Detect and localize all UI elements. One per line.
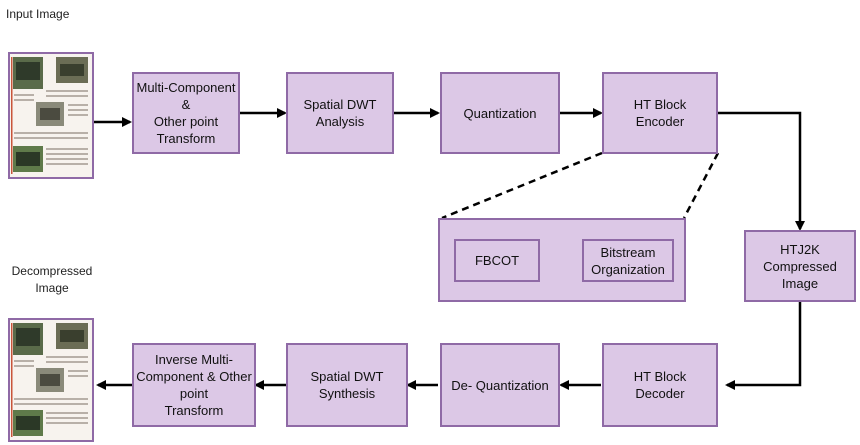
decompressed-image-label: Decompressed Image [11,264,93,295]
arrow-htj2k-to-ht-decoder [725,302,802,390]
ht-block-decoder-box: HT Block Decoder [602,343,718,427]
htj2k-compressed-image-box: HTJ2K Compressed Image [744,230,856,302]
decompressed-image-thumbnail [8,318,94,442]
spatial-dwt-synthesis-box: Spatial DWT Synthesis [286,343,408,427]
de-quantization-box: De- Quantization [440,343,560,427]
input-image-thumbnail [8,52,94,179]
bitstream-organization-box: Bitstream Organization [582,239,674,282]
quantization-box: Quantization [440,72,560,154]
document-page-thumbnail-icon [10,320,92,440]
ht-block-encoder-box: HT Block Encoder [602,72,718,154]
input-image-label: Input Image [6,7,70,21]
document-page-thumbnail-icon [10,54,92,177]
fbcot-box: FBCOT [454,239,540,282]
inverse-multi-component-transform-box: Inverse Multi- Component & Other point T… [132,343,256,427]
spatial-dwt-analysis-box: Spatial DWT Analysis [286,72,394,154]
dashed-zoom-line-right [682,152,720,219]
multi-component-transform-box: Multi-Component & Other point Transform [132,72,240,154]
dashed-zoom-line-left [441,151,603,220]
arrow-ht-encoder-to-htj2k [718,111,805,231]
